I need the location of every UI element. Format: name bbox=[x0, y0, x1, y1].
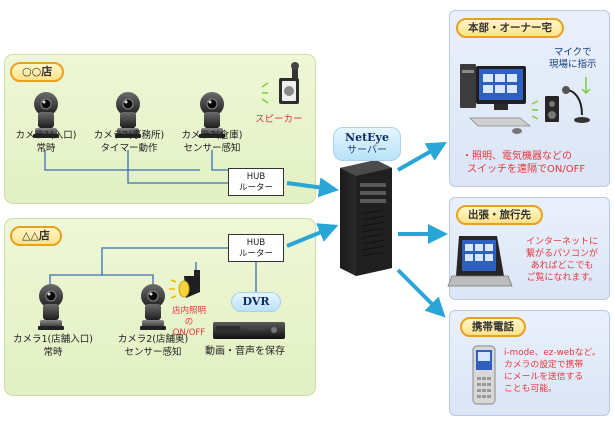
mobile-note-line2: カメラの設定で携帯 bbox=[504, 360, 584, 370]
server-label: NetEye サーバー bbox=[333, 127, 401, 161]
store-b-hub-line1: HUB bbox=[246, 238, 266, 248]
store-b-hub-router: HUB ルーター bbox=[228, 234, 284, 262]
store-a-camera-2-caption: カメラ2(事務所) タイマー動作 bbox=[86, 129, 172, 155]
light-control-line1: 店内照明 bbox=[171, 306, 206, 316]
laptop-icon bbox=[447, 236, 513, 287]
head-office-label: 本部・オーナー宅 bbox=[456, 18, 564, 38]
store-a-label: ○○店 bbox=[10, 62, 65, 82]
store-a-camera-3-caption: カメラ3(倉庫) センサー感知 bbox=[172, 129, 252, 155]
store-a-camera-1-caption: カメラ1(入口) 常時 bbox=[8, 129, 84, 155]
light-control-line2: のON/OFF bbox=[172, 317, 206, 338]
server-tower-icon bbox=[340, 160, 392, 276]
store-b-camera-1-caption: カメラ1(店舗入口) 常時 bbox=[5, 333, 101, 359]
store-a-camera-1-line2: 常時 bbox=[36, 143, 56, 154]
travel-note-line3: あればどこでも bbox=[530, 261, 594, 271]
dvr-caption: 動画・音声を保存 bbox=[205, 346, 285, 357]
store-a-hub-line2: ルーター bbox=[238, 183, 273, 193]
pc-speaker-icon bbox=[531, 96, 559, 122]
dvr-badge: DVR bbox=[231, 292, 281, 312]
mic-note: マイクで 現場に指示 bbox=[549, 47, 597, 71]
mic-note-line2: 現場に指示 bbox=[549, 59, 597, 70]
store-a-camera-3-line1: カメラ3(倉庫) bbox=[181, 130, 243, 141]
store-b-camera-1-line1: カメラ1(店舗入口) bbox=[13, 334, 93, 345]
store-a-hub-router: HUB ルーター bbox=[228, 168, 284, 196]
remote-note-line1: ・照明、電気機器などの bbox=[462, 151, 572, 162]
mic-note-line1: マイクで bbox=[553, 47, 592, 58]
store-a-camera-2-line1: カメラ2(事務所) bbox=[93, 130, 165, 141]
server-caption: サーバー bbox=[347, 145, 387, 156]
mobile-note: i-mode、ez-webなど。 カメラの設定で携帯 にメールを送信する ことも… bbox=[504, 347, 608, 395]
store-b-camera-2-icon bbox=[140, 284, 166, 330]
store-a-hub-line1: HUB bbox=[246, 172, 266, 182]
store-b-camera-2-caption: カメラ2(店舗奥) センサー感知 bbox=[110, 333, 196, 359]
speaker-icon bbox=[261, 62, 299, 104]
microphone-icon bbox=[562, 77, 591, 123]
store-b-hub-line2: ルーター bbox=[238, 249, 273, 259]
mobile-note-line3: にメールを送信する bbox=[504, 372, 584, 382]
store-a-camera-2-line2: タイマー動作 bbox=[100, 143, 158, 154]
store-a-camera-3-icon bbox=[199, 92, 225, 138]
desktop-pc-icon bbox=[460, 64, 532, 134]
store-a-camera-1-line1: カメラ1(入口) bbox=[15, 130, 77, 141]
travel-label: 出張・旅行先 bbox=[456, 205, 543, 225]
remote-note-line2: スイッチを遠隔でON/OFF bbox=[467, 164, 586, 175]
light-control-label: 店内照明 のON/OFF bbox=[169, 306, 209, 339]
server-brand: NetEye bbox=[345, 131, 389, 144]
flow-arrows bbox=[286, 142, 448, 318]
mobile-label: 携帯電話 bbox=[460, 317, 526, 337]
store-a-camera-2-icon bbox=[115, 92, 141, 138]
store-b-camera-1-line2: 常時 bbox=[43, 347, 63, 358]
travel-note-line1: インターネットに bbox=[525, 237, 598, 247]
head-office-panel bbox=[449, 10, 610, 187]
store-b-camera-1-icon bbox=[38, 284, 64, 330]
store-b-camera-2-line1: カメラ2(店舗奥) bbox=[117, 334, 189, 345]
store-a-camera-1-icon bbox=[33, 92, 59, 138]
dvr-device-icon bbox=[213, 322, 285, 339]
travel-note-line4: ご覧になれます。 bbox=[526, 273, 598, 283]
store-b-camera-2-line2: センサー感知 bbox=[124, 347, 182, 358]
travel-note-line2: 繋がるパソコンが bbox=[525, 249, 598, 259]
mobile-note-line4: ことも可能。 bbox=[504, 384, 557, 394]
store-a-camera-3-line2: センサー感知 bbox=[183, 143, 241, 154]
remote-switch-note: ・照明、電気機器などの スイッチを遠隔でON/OFF bbox=[462, 150, 585, 176]
mobile-phone-icon bbox=[472, 345, 496, 405]
travel-note: インターネットに 繋がるパソコンが あればどこでも ご覧になれます。 bbox=[518, 236, 606, 284]
spotlight-icon bbox=[169, 270, 200, 299]
speaker-label: スピーカー bbox=[255, 114, 303, 125]
mobile-note-line1: i-mode、ez-webなど。 bbox=[504, 348, 601, 358]
store-b-label: △△店 bbox=[10, 226, 62, 246]
